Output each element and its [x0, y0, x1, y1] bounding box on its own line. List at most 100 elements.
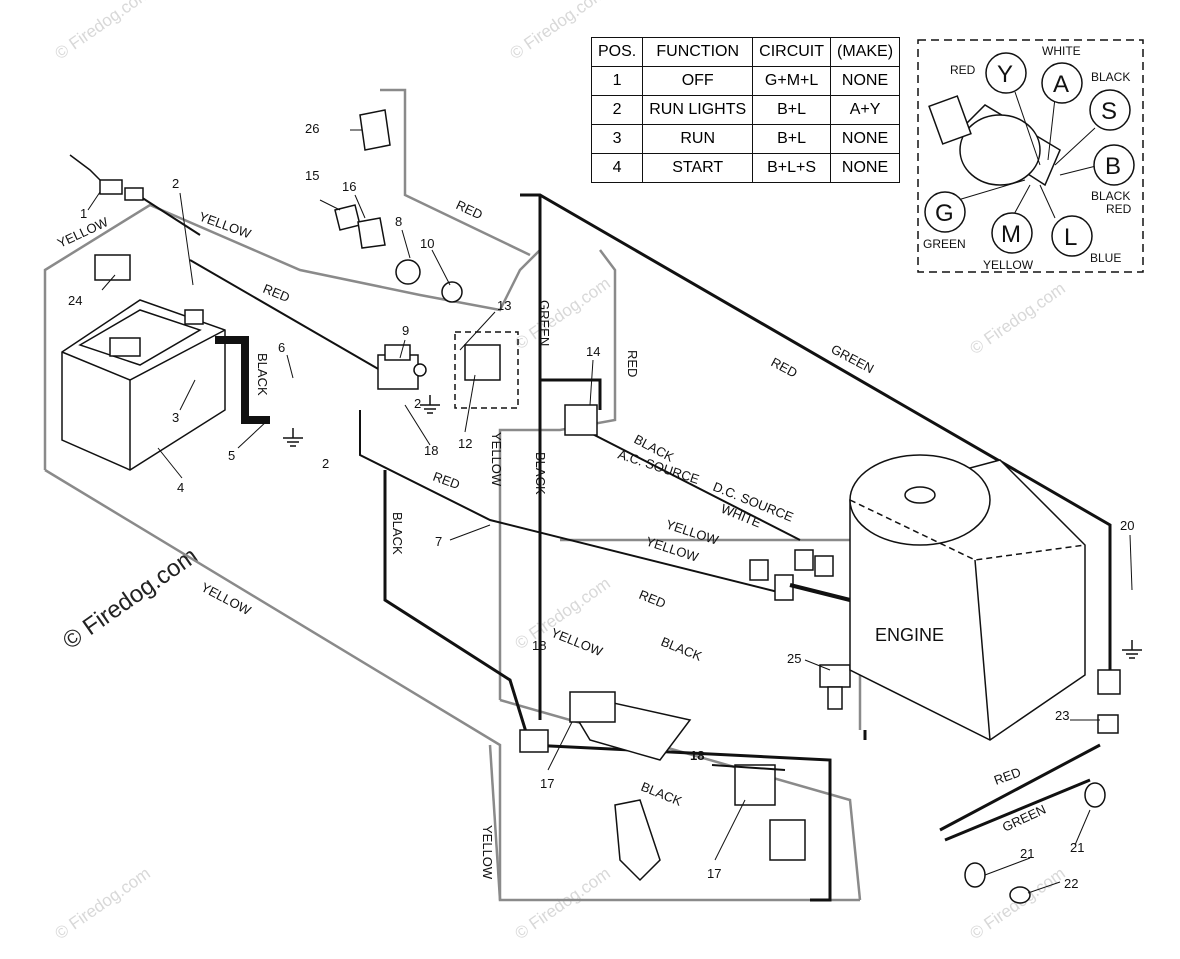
- table-header: FUNCTION: [642, 37, 754, 67]
- table-row: 3 RUN B+L NONE: [590, 124, 901, 154]
- callout-number: 1: [80, 206, 87, 221]
- callout-leaders: [87, 129, 1133, 894]
- table-cell: OFF: [642, 66, 754, 96]
- terminal-m: [991, 212, 1033, 254]
- table-cell: RUN LIGHTS: [642, 95, 754, 125]
- callout-number: 23: [1055, 708, 1069, 723]
- callout-number: 15: [305, 168, 319, 183]
- red-cable-runs: [129, 189, 801, 596]
- callout-number: 21: [1070, 840, 1084, 855]
- terminal-color-label: RED: [1106, 202, 1132, 216]
- terminal-y: [985, 52, 1027, 94]
- callout-number: 12: [458, 436, 472, 451]
- callout-number: 10: [420, 236, 434, 251]
- terminal-label: G: [935, 200, 954, 227]
- table-cell: 2: [590, 95, 644, 125]
- terminal-s: [1089, 89, 1131, 131]
- callout-number: 13: [497, 298, 511, 313]
- callout-number: 18: [690, 748, 704, 763]
- callout-number: 7: [435, 534, 442, 549]
- wire-label: BLACK: [659, 634, 704, 664]
- table-header: (MAKE): [830, 37, 901, 67]
- switch-position-table: POS. FUNCTION CIRCUIT (MAKE) 1 OFF G+M+L…: [590, 37, 901, 183]
- callout-number: 14: [586, 344, 600, 359]
- table-row: 1 OFF G+M+L NONE: [590, 66, 901, 96]
- callout-number: 17: [540, 776, 554, 791]
- wire-label: BLACK: [255, 353, 270, 396]
- table-cell: START: [642, 153, 754, 183]
- callout-number: 4: [177, 480, 184, 495]
- table-cell: G+M+L: [752, 66, 832, 96]
- terminal-color-label: WHITE: [1042, 44, 1081, 58]
- bottom-components: [519, 691, 1106, 904]
- callout-number: 20: [1120, 518, 1134, 533]
- watermark-tile: © Firedog.com: [966, 279, 1068, 359]
- table-row: 2 RUN LIGHTS B+L A+Y: [590, 95, 901, 125]
- terminal-label: B: [1105, 153, 1121, 180]
- wire-label: RED: [992, 764, 1023, 787]
- terminal-color-label: RED: [950, 63, 976, 77]
- terminal-color-label: BLACK: [1091, 70, 1130, 84]
- callout-number: 2: [322, 456, 329, 471]
- watermark-tile: © Firedog.com: [511, 274, 613, 354]
- table-header: POS.: [590, 37, 644, 67]
- terminal-l: [1051, 215, 1093, 257]
- table-cell: 4: [590, 153, 644, 183]
- table-cell: B+L+S: [752, 153, 832, 183]
- wire-label: RED: [637, 587, 668, 611]
- terminal-color-label: GREEN: [923, 237, 966, 251]
- callout-number: 16: [342, 179, 356, 194]
- ignition-switch-detail: Y A S B G M L RED WHITE BLACK BLACK RED …: [917, 39, 1144, 273]
- table-cell: 1: [590, 66, 644, 96]
- callout-number: 18: [424, 443, 438, 458]
- table-cell: A+Y: [830, 95, 901, 125]
- wire-label: RED: [431, 469, 462, 492]
- terminal-label: A: [1053, 71, 1069, 98]
- terminal-label: S: [1101, 98, 1117, 125]
- callout-number: 2: [414, 396, 421, 411]
- wire-label: RED: [625, 350, 640, 377]
- table-cell: NONE: [830, 153, 901, 183]
- engine-lead: [789, 583, 851, 602]
- wire-label: RED: [769, 354, 800, 380]
- engine: [849, 454, 1086, 741]
- callout-number: 21: [1020, 846, 1034, 861]
- watermark-tile: © Firedog.com: [51, 864, 153, 944]
- wire-label: YELLOW: [199, 579, 255, 618]
- wire-label: YELLOW: [480, 825, 495, 880]
- terminal-label: L: [1064, 224, 1077, 251]
- wire-label: BLACK: [639, 779, 684, 809]
- terminal-label: Y: [997, 61, 1013, 88]
- wire-label: RED: [261, 281, 292, 305]
- callout-number: 2: [172, 176, 179, 191]
- callout-number: 18: [532, 638, 546, 653]
- ground-symbol: [1122, 640, 1142, 659]
- table-cell: B+L: [752, 95, 832, 125]
- terminal-color-label: BLACK: [1091, 189, 1130, 203]
- watermark-main: © Firedog.com: [58, 542, 203, 655]
- terminal-color-label: YELLOW: [983, 258, 1034, 272]
- table-cell: 3: [590, 124, 644, 154]
- wire-label: YELLOW: [489, 432, 504, 487]
- table-row: 4 START B+L+S NONE: [590, 153, 901, 183]
- watermark-tile: © Firedog.com: [51, 0, 153, 63]
- black-wire-harness: [383, 193, 1112, 902]
- ground-symbol: [283, 428, 303, 447]
- wire-label: BLACK: [533, 452, 548, 495]
- table-cell: RUN: [642, 124, 754, 154]
- terminal-a: [1041, 62, 1083, 104]
- callout-number: 25: [787, 651, 801, 666]
- top-parts: [69, 109, 391, 281]
- terminal-g: [924, 191, 966, 233]
- wire-label: GREEN: [829, 341, 877, 376]
- table-header: CIRCUIT: [752, 37, 832, 67]
- table-cell: NONE: [830, 124, 901, 154]
- wire-label: YELLOW: [549, 625, 606, 659]
- table-cell: B+L: [752, 124, 832, 154]
- switch-detail-box: [917, 39, 1144, 273]
- wire-label: RED: [454, 197, 485, 222]
- wire-label: GREEN: [537, 300, 552, 346]
- ground-symbol: [420, 395, 440, 414]
